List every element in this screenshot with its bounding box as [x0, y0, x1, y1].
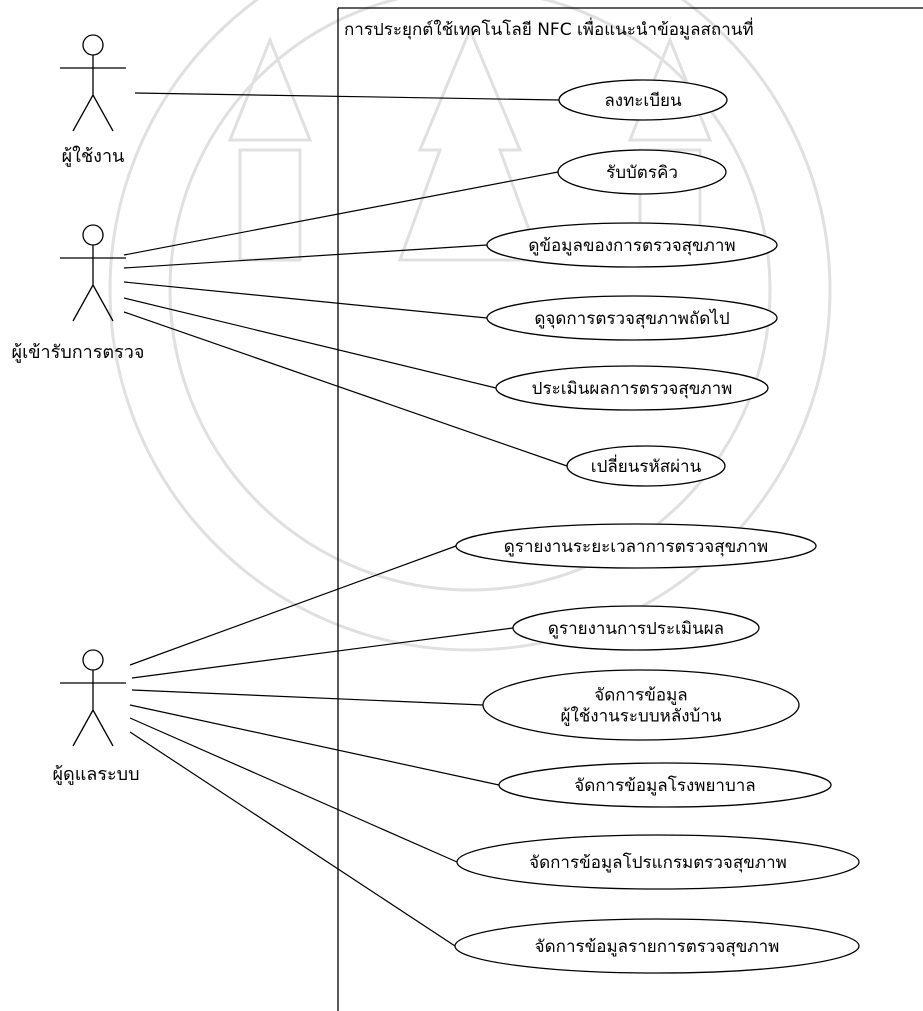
use-case-ellipse [455, 523, 817, 569]
association-line [123, 297, 497, 389]
use-case[interactable]: จัดการข้อมูลรายการตรวจสุขภาพ [454, 918, 860, 974]
actor-user[interactable]: ผู้ใช้งาน [60, 34, 126, 167]
use-case[interactable]: ดูรายงานระยะเวลาการตรวจสุขภาพ [455, 523, 817, 569]
association-line [129, 545, 457, 666]
use-case[interactable]: ประเมินผลการตรวจสุขภาพ [495, 365, 769, 411]
use-case-label: ผู้ใช้งานระบบหลังบ้าน [561, 706, 722, 727]
use-case-label: จัดการข้อมูลรายการตรวจสุขภาพ [535, 937, 780, 957]
actor-admin[interactable]: ผู้ดูแลระบบ [52, 649, 140, 785]
association-line [129, 704, 500, 786]
actor-label: ผู้ดูแลระบบ [52, 764, 139, 785]
use-case[interactable]: ดูจุดการตรวจสุขภาพถัดไป [486, 295, 778, 341]
use-case[interactable]: จัดการข้อมูลผู้ใช้งานระบบหลังบ้าน [482, 669, 800, 741]
association-line [123, 311, 568, 467]
association-line [134, 92, 560, 101]
use-case-label: จัดการข้อมูลโปรแกรมตรวจสุขภาพ [529, 852, 787, 873]
actor-head-icon [82, 34, 104, 56]
actor-head-icon [82, 649, 104, 671]
actor-label: ผู้ใช้งาน [62, 145, 125, 167]
stick-figure-icon [60, 670, 126, 747]
use-case-label: ดูข้อมูลของการตรวจสุขภาพ [528, 236, 735, 256]
association-line [129, 717, 458, 863]
use-case-label: จัดการข้อมูล [594, 686, 687, 706]
actor-head-icon [82, 224, 104, 246]
use-case-label: ประเมินผลการตรวจสุขภาพ [532, 379, 733, 399]
use-case-ellipse [557, 149, 727, 195]
association-line [123, 171, 559, 256]
associations [123, 92, 568, 947]
system-title: การประยุกต์ใช้เทคโนโลยี NFC เพื่อแนะนำข้… [344, 17, 754, 40]
use-case-ellipse [456, 834, 860, 890]
use-case[interactable]: ลงทะเบียน [558, 79, 728, 121]
stick-figure-icon [60, 245, 126, 322]
association-line [131, 627, 514, 679]
use-case-ellipse [486, 295, 778, 341]
use-case[interactable]: ดูข้อมูลของการตรวจสุขภาพ [486, 222, 778, 268]
use-case-label: ดูรายงานระยะเวลาการตรวจสุขภาพ [504, 537, 768, 557]
association-line [131, 689, 484, 706]
use-case-ellipse [498, 762, 832, 808]
use-case-ellipse [512, 605, 760, 651]
use-case[interactable]: รับบัตรคิว [557, 149, 727, 195]
use-case-ellipse [482, 669, 800, 741]
use-case[interactable]: จัดการข้อมูลโปรแกรมตรวจสุขภาพ [456, 834, 860, 890]
use-case-label: จัดการข้อมูลโรงพยาบาล [574, 775, 755, 796]
use-case-ellipse [558, 79, 728, 121]
stick-figure-icon [60, 55, 126, 132]
use-case-ellipse [486, 222, 778, 268]
use-case-ellipse [495, 365, 769, 411]
association-line [123, 281, 488, 319]
association-line [123, 244, 488, 269]
system-boundary: การประยุกต์ใช้เทคโนโลยี NFC เพื่อแนะนำข้… [337, 7, 923, 1011]
actor-patient[interactable]: ผู้เข้ารับการตรวจ [12, 224, 145, 363]
use-case-label: เปลี่ยนรหัสผ่าน [591, 454, 702, 477]
association-line [129, 731, 456, 947]
use-case[interactable]: เปลี่ยนรหัสผ่าน [566, 445, 726, 487]
actor-label: ผู้เข้ารับการตรวจ [12, 342, 145, 363]
use-case-label: ดูจุดการตรวจสุขภาพถัดไป [534, 308, 729, 329]
use-case-label: ดูรายงานการประเมินผล [548, 619, 724, 639]
watermark-seal [108, 0, 832, 652]
use-cases: ลงทะเบียนรับบัตรคิวดูข้อมูลของการตรวจสุข… [454, 79, 860, 974]
use-case-ellipse [454, 918, 860, 974]
use-case-label: รับบัตรคิว [606, 163, 678, 183]
use-case-ellipse [566, 445, 726, 487]
use-case-label: ลงทะเบียน [604, 91, 682, 111]
use-case[interactable]: จัดการข้อมูลโรงพยาบาล [498, 762, 832, 808]
use-case[interactable]: ดูรายงานการประเมินผล [512, 605, 760, 651]
